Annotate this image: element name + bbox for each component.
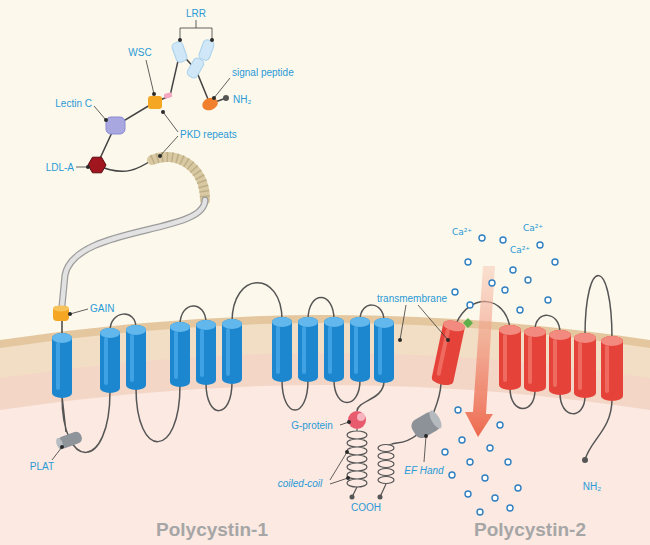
domain-label: WSC	[128, 47, 151, 58]
ion-label: Ca²⁺	[510, 246, 530, 256]
stalk-outline	[62, 200, 205, 306]
g-protein-site	[348, 411, 366, 429]
domain-label: coiled-coil	[278, 478, 322, 489]
pc2-helix	[524, 327, 546, 392]
lrr-domain	[186, 57, 206, 80]
terminus-label: COOH	[351, 502, 381, 513]
protein-name: Polycystin-1	[156, 520, 268, 541]
domain-label: PKD repeats	[180, 129, 237, 140]
gain-domain-top	[53, 306, 69, 312]
leader-dots	[60, 38, 450, 480]
pc1-helix	[52, 333, 72, 398]
terminus-label: NH₂	[233, 94, 251, 105]
pc2-helix	[549, 330, 571, 395]
pc1-helix	[170, 322, 190, 387]
lrr-domain	[198, 39, 215, 62]
pc1-helix	[196, 320, 216, 385]
domain-label: LRR	[186, 8, 206, 19]
signal-peptide-domain	[200, 96, 219, 113]
pc2-loops	[392, 276, 612, 460]
region-label: transmembrane	[377, 293, 447, 304]
pc2-helix	[431, 319, 466, 387]
domain-label: PLAT	[30, 461, 54, 472]
pc1-helix	[350, 317, 370, 382]
terminus-dots	[223, 95, 588, 500]
pc1-helix	[298, 317, 318, 382]
terminus-label: NH₂	[583, 481, 601, 492]
gain-domain	[53, 306, 69, 321]
pkd-tube	[152, 157, 205, 200]
calcium-flux-arrow	[465, 266, 495, 437]
domain-label: Lectin C	[55, 98, 92, 109]
domain-label: G-protein	[291, 420, 333, 431]
g-protein-highlight	[357, 413, 365, 421]
pc2-helix	[601, 336, 623, 401]
plat-domain	[55, 430, 84, 450]
stalk	[62, 200, 205, 306]
protein-name: Polycystin-2	[474, 520, 586, 541]
pc1-loops	[62, 283, 384, 453]
ldl-a-domain	[88, 157, 106, 173]
ef-hand-end	[427, 409, 444, 430]
pkd-tube-segments	[152, 157, 205, 200]
coiled-coil-springs	[347, 429, 394, 497]
lectin-domain	[106, 117, 125, 134]
ion-label: Ca²⁺	[523, 224, 543, 234]
leader-lines	[52, 20, 448, 484]
pc2-helix	[499, 325, 521, 390]
domain-label: LDL-A	[46, 162, 74, 173]
wsc-domain	[148, 96, 162, 109]
domain-label: EF Hand	[404, 465, 443, 476]
domain-label: signal peptide	[232, 67, 294, 78]
pc1-helix	[324, 317, 344, 382]
pc2-helix	[574, 333, 596, 398]
membrane-outer-edge	[0, 315, 650, 545]
pc1-helix	[222, 319, 242, 384]
pc1-helix	[100, 328, 120, 393]
lrr-domain	[171, 41, 188, 64]
domain-label: GAIN	[90, 303, 114, 314]
linker-domain	[163, 92, 172, 99]
pore-marker	[463, 318, 473, 328]
calcium-ions	[442, 235, 558, 515]
pc1-helix	[126, 325, 146, 390]
ion-label: Ca²⁺	[452, 228, 472, 238]
pc1-helix	[272, 317, 292, 382]
pc1-helix	[374, 318, 394, 383]
cytoplasm-background	[0, 385, 650, 545]
